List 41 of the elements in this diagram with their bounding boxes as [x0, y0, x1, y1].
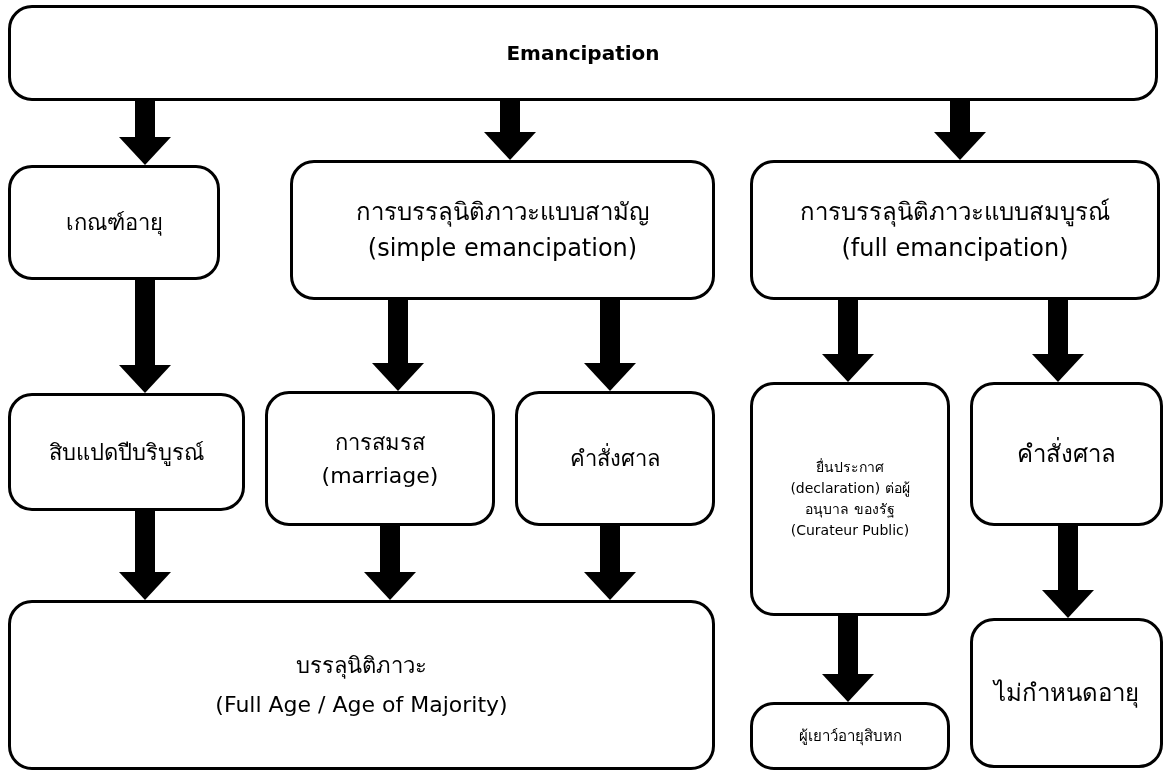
block-arrow: [1032, 300, 1084, 382]
box-text: การบรรลุนิติภาวะแบบสมบูรณ์: [800, 197, 1110, 229]
process-box: [290, 160, 715, 300]
block-arrow: [484, 101, 536, 160]
box-text: คำสั่งศาล: [570, 442, 660, 475]
process-box: [8, 393, 245, 511]
box-text: การสมรส: [335, 428, 425, 457]
block-arrow: [584, 300, 636, 391]
block-arrow: [119, 511, 171, 600]
box-text: ไม่กำหนดอายุ: [994, 678, 1139, 710]
block-arrow: [119, 280, 171, 393]
result-box: [970, 618, 1163, 768]
box-text: (Full Age / Age of Majority): [215, 691, 508, 719]
block-arrow: [822, 300, 874, 382]
box-text: คำสั่งศาล: [1017, 436, 1116, 472]
box-text: ผู้เยาว์อายุสิบหก: [798, 725, 902, 748]
process-box: [515, 391, 715, 526]
process-box: [265, 391, 495, 526]
box-text: ยื่นประกาศ (declaration) ต่อผู้อนุบาล ของรัฐ (Curateur Public): [789, 457, 911, 540]
process-box: [750, 382, 950, 616]
box-text: บรรลุนิติภาวะ: [296, 652, 427, 681]
box-text: เกณฑ์อายุ: [65, 209, 163, 238]
process-box: [750, 160, 1160, 300]
block-arrow: [372, 300, 424, 391]
box-text: (simple emancipation): [367, 233, 638, 264]
title-box: [8, 5, 1158, 101]
block-arrow: [119, 101, 171, 165]
process-box: [8, 165, 220, 280]
process-box: [970, 382, 1163, 526]
box-text: สิบแปดปีบริบูรณ์: [49, 438, 204, 468]
box-text: การบรรลุนิติภาวะแบบสามัญ: [356, 197, 649, 229]
block-arrow: [364, 526, 416, 600]
box-text: Emancipation: [506, 40, 660, 67]
block-arrow: [934, 101, 986, 160]
block-arrow: [822, 616, 874, 702]
box-text: (full emancipation): [841, 233, 1069, 264]
result-box: [750, 702, 950, 770]
result-box: [8, 600, 715, 770]
box-text: (marriage): [321, 461, 439, 490]
block-arrow: [1042, 526, 1094, 618]
block-arrow: [584, 526, 636, 600]
